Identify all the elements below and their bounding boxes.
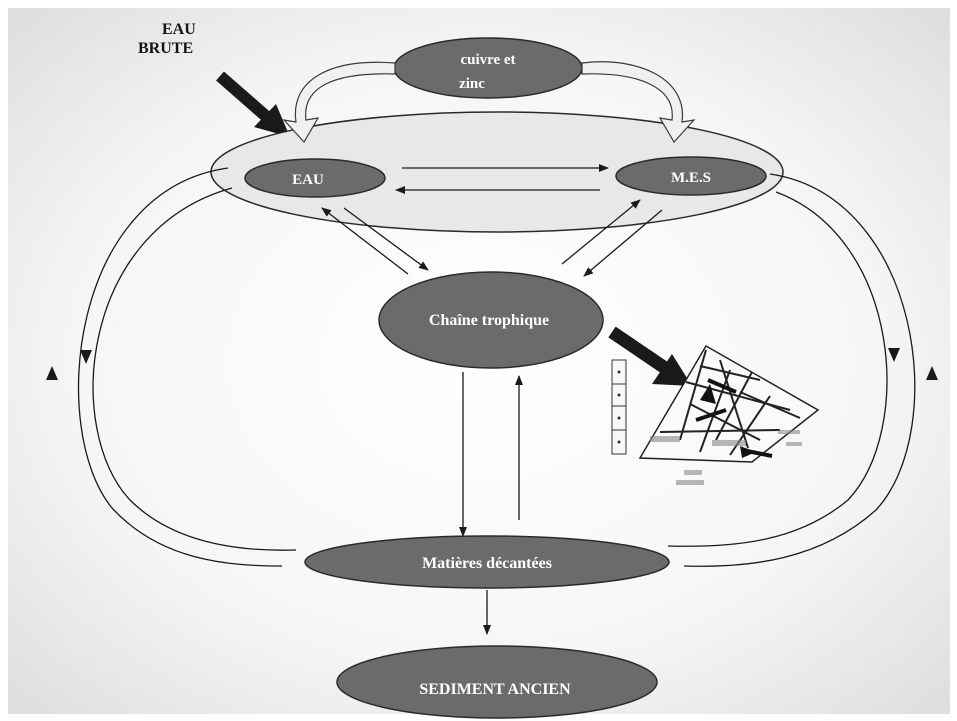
eau-to-chain-arrow bbox=[343, 207, 429, 271]
left-outer-loop-arrowhead bbox=[46, 366, 58, 380]
right-outer-loop bbox=[683, 173, 916, 567]
chain-to-mes-arrow bbox=[561, 199, 641, 265]
right-outer-loop-arrowhead bbox=[926, 366, 938, 380]
left-curved-arrow-icon bbox=[282, 61, 396, 144]
right-inner-loop bbox=[667, 191, 888, 547]
food-web-pointer-arrow bbox=[608, 326, 692, 386]
eau-brute-label-line1: EAU bbox=[162, 21, 196, 38]
right-inner-loop-arrowhead bbox=[888, 348, 900, 362]
eau-brute-arrow bbox=[216, 71, 290, 137]
sediment-ancien-node: SEDIMENT ANCIEN bbox=[336, 645, 658, 719]
mes-node-label: M.E.S bbox=[671, 170, 711, 186]
trophic-levels-inset-icon bbox=[611, 359, 627, 455]
chain-to-eau-arrow bbox=[321, 207, 409, 275]
cuivre-zinc-label-line2: zinc bbox=[459, 76, 485, 92]
sediment-ancien-label: SEDIMENT ANCIEN bbox=[419, 681, 571, 698]
matieres-decantees-label: Matières décantées bbox=[422, 555, 552, 572]
eau-brute-label-line2: BRUTE bbox=[138, 40, 193, 57]
left-inner-loop-arrowhead bbox=[80, 350, 92, 364]
food-web-inset-icon bbox=[638, 344, 820, 485]
mes-node: M.E.S bbox=[615, 156, 767, 196]
cuivre-zinc-label-line1: cuivre et bbox=[460, 52, 515, 68]
chaine-trophique-label: Chaîne trophique bbox=[429, 312, 549, 329]
matieres-decantees-node: Matières décantées bbox=[304, 535, 670, 589]
right-curved-arrow-icon bbox=[581, 61, 696, 144]
eau-node: EAU bbox=[244, 158, 386, 198]
chaine-trophique-node: Chaîne trophique bbox=[378, 271, 604, 369]
left-inner-loop bbox=[92, 187, 297, 551]
cuivre-zinc-node: cuivre et zinc bbox=[393, 37, 583, 99]
left-outer-loop bbox=[77, 167, 283, 567]
mes-to-chain-arrow bbox=[583, 209, 663, 277]
eau-node-label: EAU bbox=[292, 172, 324, 188]
